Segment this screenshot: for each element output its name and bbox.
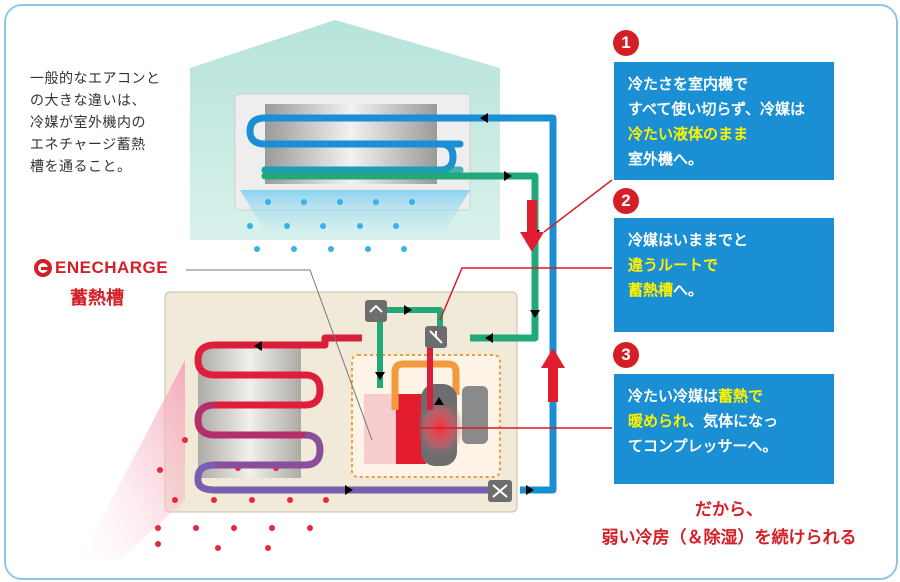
highlighted-text: 暖められ [628,412,689,430]
step-number-1: 1 [613,30,639,56]
step-text: てコンプレッサーへ。 [628,437,778,455]
intro-line: 冷媒が室外機内の [30,115,146,131]
step-text: 冷たさを室内機で [628,75,749,93]
step-text-line: 冷たい液体のまま [628,122,820,147]
conclusion-text: だから、 弱い冷房（＆除湿）を続けられる [574,496,884,552]
conclusion-line-2: 弱い冷房（＆除湿）を続けられる [601,528,857,548]
step-text-line: 暖められ、気体になっ [628,409,820,434]
step-box-2: 冷媒はいままでと違うルートで蓄熱槽へ。 [614,218,834,332]
step-box-1: 冷たさを室内機ですべて使い切らず、冷媒は冷たい液体のまま室外機へ。 [614,62,834,180]
step-text: 冷媒はいままでと [628,231,749,249]
intro-line: 一般的なエアコンと [30,71,161,87]
intro-line: の大きな違いは、 [30,93,146,109]
step-text-line: 冷媒はいままでと [628,228,820,253]
enecharge-logo-icon [34,259,52,277]
step-text: 冷たい冷媒は [628,387,719,405]
highlighted-text: 蓄熱槽 [628,281,674,299]
step-text-line: すべて使い切らず、冷媒は [628,97,820,122]
step-text-line: 冷たさを室内機で [628,72,820,97]
refrigerant-pipes [194,114,557,494]
step-text-line: 室外機へ。 [628,147,820,172]
cold-air-dots [247,199,415,252]
indoor-unit-house [190,20,500,240]
step-text-line: 蓄熱槽へ。 [628,278,820,303]
step-text-line: 違うルートで [628,253,820,278]
enecharge-brand: ENECHARGE 蓄熱槽 [34,258,184,310]
step-text: すべて使い切らず、冷媒は [628,100,806,118]
storage-tank-label: 蓄熱槽 [70,288,124,309]
step-text: 室外機へ。 [628,150,704,168]
intro-line: エネチャージ蓄熱 [30,137,146,153]
highlighted-text: 冷たい液体のまま [628,125,749,143]
callout-lines [400,179,613,429]
step-number-2: 2 [613,188,639,214]
brand-leader-line [186,269,373,441]
big-red-arrows [520,200,565,402]
conclusion-line-1: だから、 [695,500,763,520]
intro-line: 槽を通ること。 [30,159,132,175]
heat-storage-tank [351,354,501,478]
step-text-line: てコンプレッサーへ。 [628,434,820,459]
intro-text: 一般的なエアコンと の大きな違いは、 冷媒が室外機内の エネチャージ蓄熱 槽を通… [30,68,190,178]
step-text: 、気体になっ [688,412,779,430]
valve-icons [365,300,512,502]
indoor-coil [246,114,524,180]
step-text: へ。 [673,281,704,299]
step-number-3: 3 [613,342,639,368]
highlighted-text: 違うルートで [628,256,719,274]
enecharge-logo-text: ENECHARGE [55,258,169,277]
highlighted-text: 蓄熱で [718,387,764,405]
step-text-line: 冷たい冷媒は蓄熱で [628,384,820,409]
step-box-3: 冷たい冷媒は蓄熱で暖められ、気体になってコンプレッサーへ。 [614,374,834,484]
enecharge-logo: ENECHARGE [34,258,184,278]
